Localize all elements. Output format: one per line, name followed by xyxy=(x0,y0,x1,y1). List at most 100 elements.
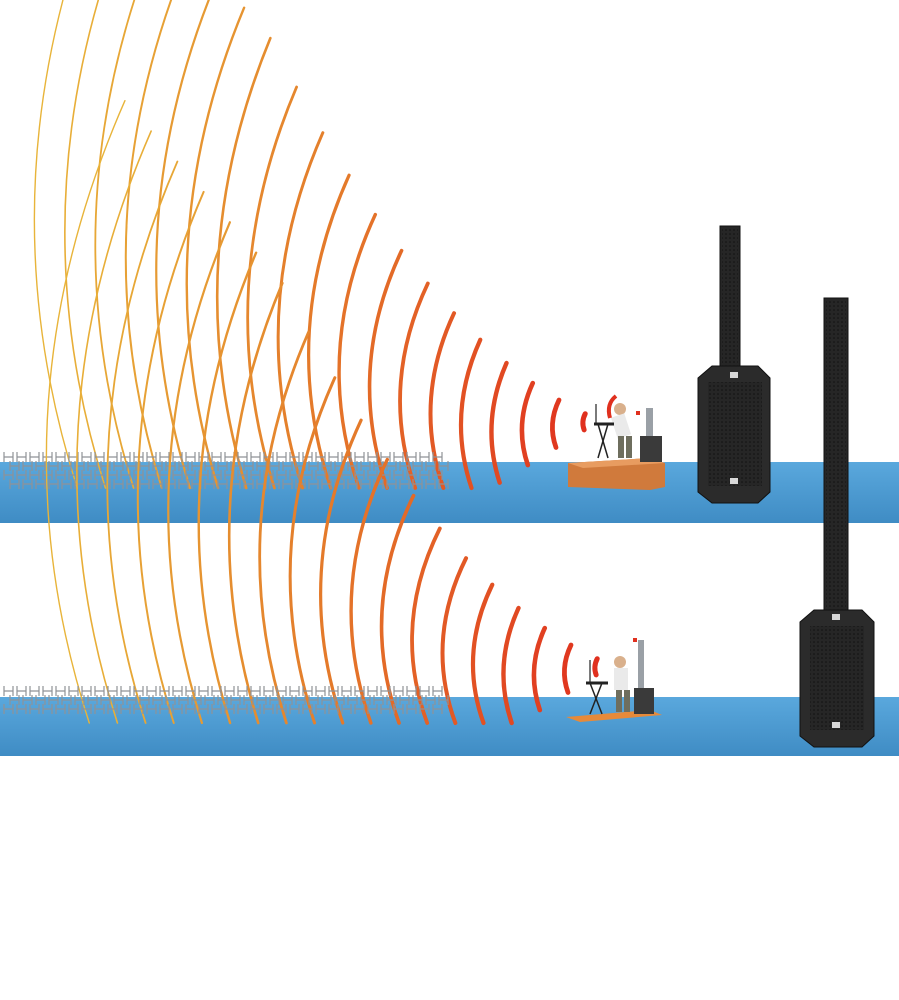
bottom-chair xyxy=(295,695,306,705)
top-wave-arc xyxy=(33,0,78,489)
bottom-chair xyxy=(380,686,391,696)
bottom-wave-arc xyxy=(197,251,258,725)
top-chair xyxy=(308,479,319,489)
top-wave-arc xyxy=(185,6,246,490)
top-chair xyxy=(412,479,423,489)
top-chair xyxy=(3,452,14,462)
bottom-chair xyxy=(198,704,209,714)
bottom-chair xyxy=(113,695,124,705)
bottom-chair xyxy=(432,686,443,696)
top-chair xyxy=(354,470,365,480)
top-chair xyxy=(399,461,410,471)
top-chair xyxy=(438,479,449,489)
top-chair xyxy=(139,461,150,471)
bottom-wave-arc xyxy=(349,457,390,725)
bottom-chair xyxy=(406,686,417,696)
top-chair xyxy=(81,470,92,480)
top-chair xyxy=(178,461,189,471)
top-chair xyxy=(399,479,410,489)
bottom-chair xyxy=(237,704,248,714)
bottom-chair xyxy=(224,686,235,696)
top-chair xyxy=(204,461,215,471)
bottom-chair xyxy=(438,695,449,705)
top-chair xyxy=(243,479,254,489)
bottom-chair xyxy=(354,704,365,714)
bottom-chair xyxy=(81,686,92,696)
top-chair xyxy=(172,452,183,462)
top-chair xyxy=(347,461,358,471)
bottom-chair xyxy=(230,695,241,705)
top-chair xyxy=(139,479,150,489)
top-chair xyxy=(360,479,371,489)
bottom-chair xyxy=(3,686,14,696)
bottom-chair xyxy=(386,695,397,705)
top-chair xyxy=(263,452,274,462)
top-chair xyxy=(419,452,430,462)
top-wave-arc xyxy=(428,311,457,490)
bottom-wave-arc xyxy=(319,418,363,725)
top-wave-arc xyxy=(398,281,430,490)
bottom-chair xyxy=(107,686,118,696)
bottom-chair xyxy=(29,704,40,714)
top-chair xyxy=(393,452,404,462)
top-chair xyxy=(243,461,254,471)
bottom-wave-arc xyxy=(136,190,205,724)
top-chair xyxy=(126,461,137,471)
bottom-chair xyxy=(165,695,176,705)
top-chair xyxy=(321,461,332,471)
bottom-chair xyxy=(172,704,183,714)
top-chair xyxy=(185,470,196,480)
top-chair xyxy=(74,479,85,489)
top-wave-arc xyxy=(489,360,509,485)
top-chair xyxy=(107,452,118,462)
top-chair xyxy=(159,452,170,462)
top-chair xyxy=(328,452,339,462)
bottom-chair xyxy=(55,686,66,696)
bottom-wave-arc xyxy=(410,526,442,725)
bottom-chair xyxy=(139,695,150,705)
top-chair xyxy=(100,479,111,489)
top-chair xyxy=(347,479,358,489)
top-wave-arc xyxy=(337,212,378,490)
bottom-chair xyxy=(302,686,313,696)
top-chair xyxy=(126,479,137,489)
bottom-chair xyxy=(29,686,40,696)
top-chair xyxy=(120,452,131,462)
bottom-wave-arc xyxy=(227,281,284,725)
top-wave-arc xyxy=(550,397,562,450)
bottom-chair xyxy=(178,695,189,705)
bottom-audience-chairs xyxy=(3,686,449,714)
bottom-chair xyxy=(120,686,131,696)
bottom-chair xyxy=(302,704,313,714)
top-chair xyxy=(198,470,209,480)
bottom-chair xyxy=(250,704,261,714)
bottom-chair xyxy=(146,704,157,714)
bottom-chair xyxy=(269,695,280,705)
top-chair xyxy=(133,452,144,462)
bottom-chair xyxy=(185,704,196,714)
top-chair xyxy=(61,461,72,471)
top-chair xyxy=(438,461,449,471)
top-chair xyxy=(425,479,436,489)
top-chair xyxy=(87,461,98,471)
top-chair xyxy=(22,461,33,471)
bottom-wave-arc xyxy=(531,625,548,713)
bottom-panel xyxy=(0,100,899,756)
bottom-chair xyxy=(315,686,326,696)
bottom-chair xyxy=(276,686,287,696)
bottom-wave-arc xyxy=(76,130,152,724)
top-chair xyxy=(211,470,222,480)
top-wave-arc xyxy=(94,0,136,489)
bottom-chair xyxy=(393,704,404,714)
top-chair xyxy=(9,461,20,471)
bottom-sound-waves xyxy=(45,100,600,726)
top-chair xyxy=(393,470,404,480)
bottom-chair xyxy=(74,695,85,705)
bottom-chair xyxy=(347,695,358,705)
bottom-chair xyxy=(68,704,79,714)
bottom-chair xyxy=(107,704,118,714)
bottom-chair xyxy=(42,704,53,714)
bottom-chair xyxy=(16,686,27,696)
bottom-wave-arc xyxy=(592,656,600,678)
top-chair xyxy=(412,461,423,471)
